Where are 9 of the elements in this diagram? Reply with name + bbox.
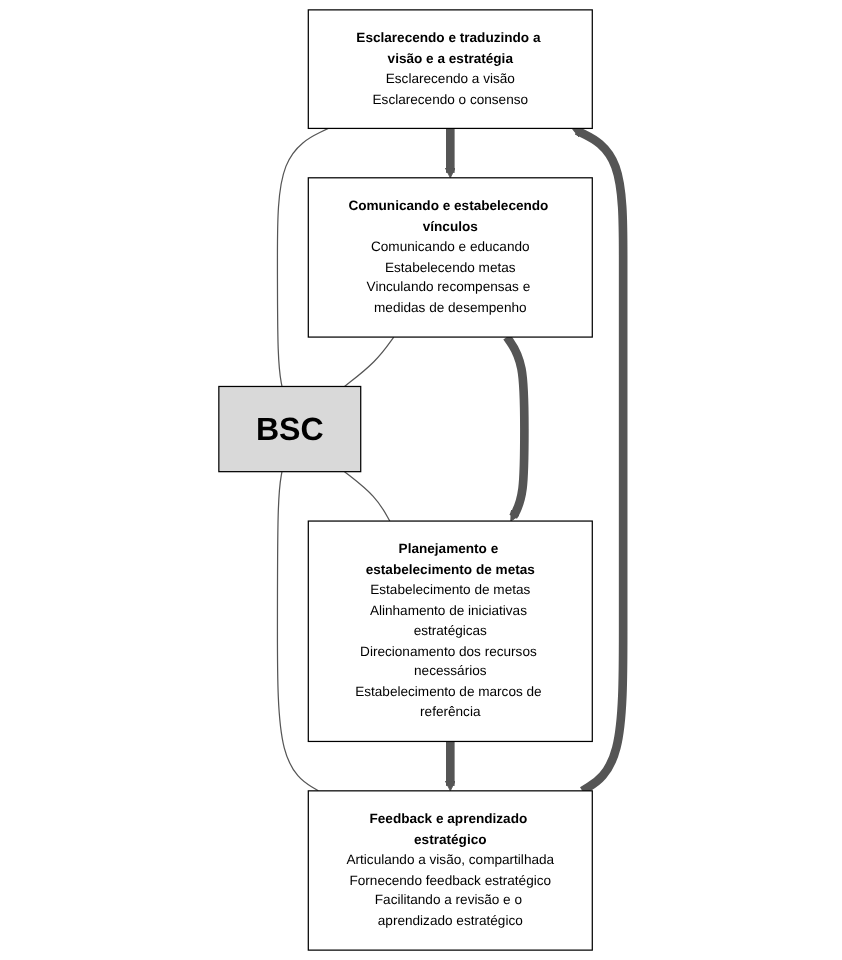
arrow — [571, 126, 628, 795]
arrow — [444, 128, 456, 179]
arrow — [444, 741, 456, 792]
node-box: BSC — [218, 385, 362, 473]
connector — [276, 471, 319, 792]
connector — [343, 336, 395, 388]
connector — [276, 127, 329, 388]
connector — [343, 471, 391, 522]
arrow — [503, 334, 529, 522]
